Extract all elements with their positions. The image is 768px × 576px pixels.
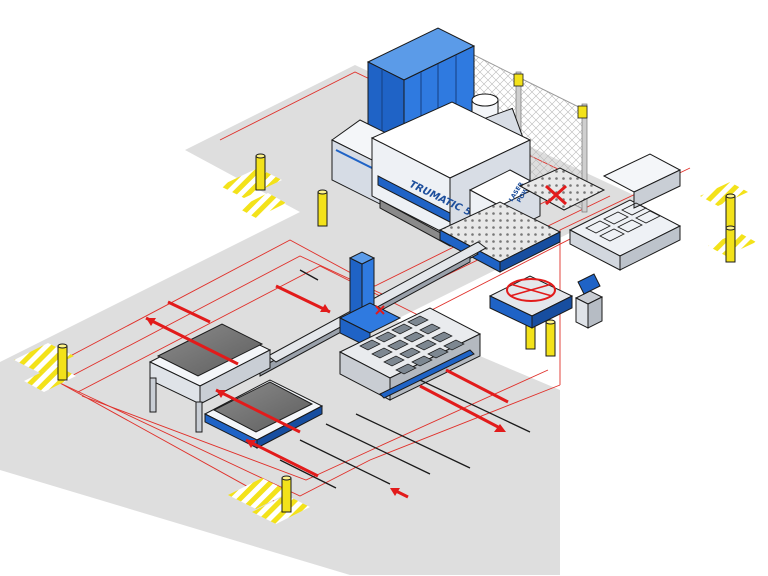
target-cross-icon [544, 184, 568, 206]
flow-arrow-icon [167, 300, 211, 324]
control-console [574, 273, 604, 329]
safety-post-icon [281, 475, 292, 513]
flow-arrow-icon [245, 438, 319, 478]
safety-posts [57, 153, 736, 513]
safety-post-icon [57, 343, 68, 381]
safety-post-icon [317, 189, 328, 227]
safety-post-icon [725, 225, 736, 263]
rotary-sorting-table [488, 275, 574, 329]
safety-floor-markings [14, 168, 756, 524]
parts-sorting-pallet [338, 307, 482, 401]
safety-post-icon [255, 153, 266, 191]
flow-arrow-icon [145, 316, 239, 366]
material-flow-arrows [145, 284, 509, 499]
flow-arrow-icon [275, 284, 331, 314]
floor-rails [279, 269, 531, 489]
flow-arrow-icon [419, 384, 506, 432]
safety-post-icon [725, 193, 736, 231]
tray-grid [585, 202, 661, 242]
flow-arrow-icon [390, 488, 409, 499]
flow-arrow-icon [445, 368, 509, 404]
safety-post-icon [545, 319, 556, 357]
part-grid [359, 315, 465, 375]
target-cross-icon [375, 305, 385, 315]
flow-arrow-icon [215, 388, 301, 434]
punch-laser-machine: TRUMATIC 500 L LASER POWER [331, 101, 542, 247]
unloading-station [568, 153, 682, 271]
loading-gantry [338, 251, 402, 349]
